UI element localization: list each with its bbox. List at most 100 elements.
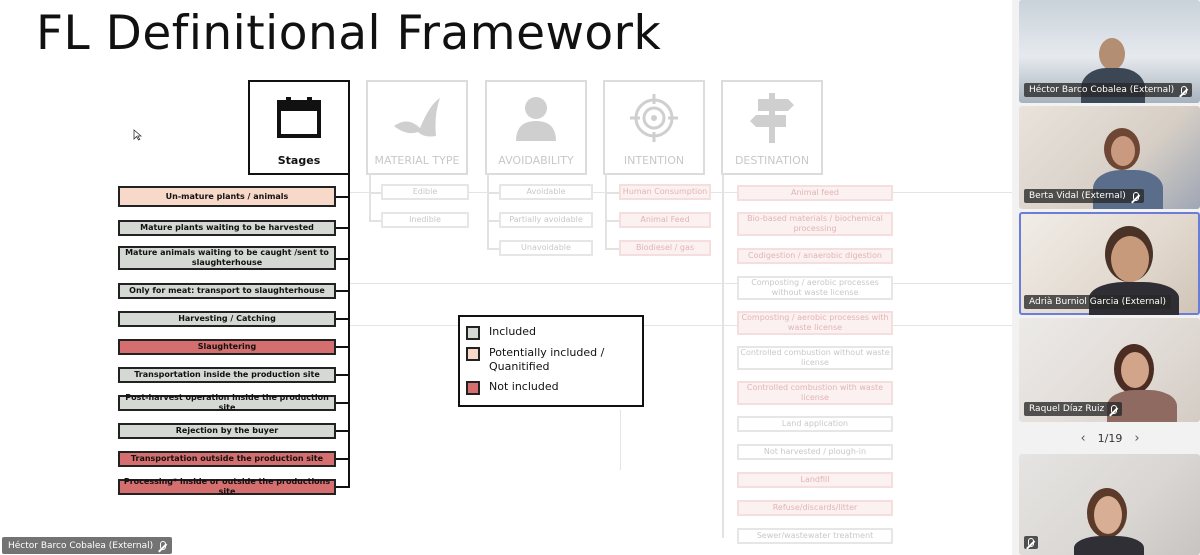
connector-tick [369, 192, 381, 194]
grid-line [350, 283, 1012, 284]
mic-off-icon [1181, 85, 1188, 95]
category-intention: INTENTION [603, 80, 705, 175]
connector-tick [336, 430, 349, 432]
connector-tick [487, 248, 499, 250]
connector-tick [487, 192, 499, 194]
slide-title: FL Definitional Framework [36, 6, 662, 61]
avoidability-connector [487, 174, 489, 248]
intention-item: Human Consumption [619, 184, 711, 200]
connector-tick [336, 486, 349, 488]
presenter-name: Héctor Barco Cobalea (External) [8, 540, 154, 551]
connector-tick [605, 248, 619, 250]
connector-tick [336, 196, 349, 198]
legend-swatch [466, 326, 480, 340]
chevron-right-icon[interactable]: › [1134, 430, 1140, 446]
avoidability-item: Avoidable [499, 184, 593, 200]
stage-item: Mature plants waiting to be harvested [118, 220, 336, 236]
category-label: MATERIAL TYPE [374, 154, 460, 167]
chevron-left-icon[interactable]: ‹ [1080, 430, 1086, 446]
intention-item: Animal Feed [619, 212, 711, 228]
connector-tick [336, 374, 349, 376]
participant-name-text: Héctor Barco Cobalea (External) [1029, 85, 1175, 95]
connector-tick [336, 402, 349, 404]
destination-item: Composting / aerobic processes with wast… [737, 311, 893, 335]
stage-item: Only for meat: transport to slaughterhou… [118, 283, 336, 299]
stage-item: Mature animals waiting to be caught /sen… [118, 246, 336, 270]
legend-swatch [466, 381, 480, 395]
stage-item: Processing* inside or outside the produc… [118, 477, 336, 496]
participant-video [1074, 536, 1144, 555]
stage-item: Transportation inside the production sit… [118, 367, 336, 383]
presenter-name-label: Héctor Barco Cobalea (External) [2, 537, 173, 554]
legend-item-potential: Potentially included / Quanitified [466, 346, 636, 374]
connector-tick [336, 458, 349, 460]
destination-item: Not harvested / plough-in [737, 444, 893, 460]
intention-connector [605, 174, 607, 248]
participant-tile[interactable]: Berta Vidal (External) [1019, 106, 1200, 209]
stages-connector [348, 174, 350, 488]
legend-item-not-included: Not included [466, 380, 559, 395]
category-stages: Stages [248, 80, 350, 175]
destination-connector [722, 174, 724, 538]
grid-line [620, 410, 621, 470]
material-connector [369, 174, 371, 222]
destination-item: Animal feed [737, 185, 893, 201]
participants-panel: Héctor Barco Cobalea (External) Berta Vi… [1012, 0, 1200, 555]
mic-off-icon [1028, 538, 1034, 547]
participant-name-text: Adrià Burniol Garcia (External) [1029, 297, 1166, 307]
category-label: INTENTION [623, 154, 685, 167]
material-type-item: Edible [381, 184, 469, 200]
destination-item: Bio-based materials / biochemical proces… [737, 212, 893, 236]
mic-off-icon [1111, 404, 1118, 414]
legend-swatch [466, 347, 480, 361]
stage-item: Rejection by the buyer [118, 423, 336, 439]
participant-tile[interactable] [1019, 454, 1200, 555]
participant-tile[interactable]: Héctor Barco Cobalea (External) [1019, 0, 1200, 103]
participant-video [1111, 236, 1149, 282]
participant-tile-active-speaker[interactable]: Adrià Burniol Garcia (External) [1019, 212, 1200, 315]
legend-label: Not included [489, 380, 559, 393]
leaf-icon [368, 90, 466, 145]
connector-tick [605, 192, 619, 194]
participant-video [1111, 136, 1135, 166]
intention-item: Biodiesel / gas [619, 240, 711, 256]
legend-item-included: Included [466, 325, 536, 340]
legend: Included Potentially included / Quanitif… [458, 315, 644, 407]
participant-tile[interactable]: Raquel Díaz Ruiz [1019, 318, 1200, 422]
target-icon [605, 90, 703, 145]
stage-item: Transportation outside the production si… [118, 451, 336, 467]
destination-item: Controlled combustion with waste license [737, 381, 893, 405]
connector-tick [336, 258, 349, 260]
category-label: AVOIDABILITY [498, 154, 574, 167]
category-material-type: MATERIAL TYPE [366, 80, 468, 175]
legend-label: Included [489, 325, 537, 338]
legend-label: Potentially included / Quanitified [489, 346, 605, 373]
mic-off-icon [160, 541, 167, 550]
grid-line [350, 325, 1012, 326]
participant-name: Raquel Díaz Ruiz [1024, 402, 1123, 416]
connector-tick [336, 227, 349, 229]
avoidability-item: Partially avoidable [499, 212, 593, 228]
category-label: DESTINATION [734, 154, 810, 167]
stage-item: Harvesting / Catching [118, 311, 336, 327]
destination-item: Land application [737, 416, 893, 432]
stage-item: Slaughtering [118, 339, 336, 355]
destination-item: Codigestion / anaerobic digestion [737, 248, 893, 264]
participant-name: Héctor Barco Cobalea (External) [1024, 83, 1193, 97]
destination-item: Controlled combustion without waste lice… [737, 346, 893, 370]
signpost-icon [723, 90, 821, 145]
category-destination: DESTINATION [721, 80, 823, 175]
participant-video [1121, 352, 1149, 388]
participant-name: Berta Vidal (External) [1024, 189, 1144, 203]
connector-tick [369, 220, 381, 222]
material-type-item: Inedible [381, 212, 469, 228]
stage-item: Un-mature plants / animals [118, 186, 336, 207]
stage-item: Post-harvest operation inside the produc… [118, 393, 336, 412]
participant-name-text: Raquel Díaz Ruiz [1029, 404, 1105, 414]
category-label: Stages [277, 154, 321, 167]
pager-label: 1/19 [1097, 431, 1123, 445]
calendar-icon [250, 90, 348, 145]
connector-tick [487, 220, 499, 222]
mic-off-icon [1132, 191, 1139, 201]
category-avoidability: AVOIDABILITY [485, 80, 587, 175]
